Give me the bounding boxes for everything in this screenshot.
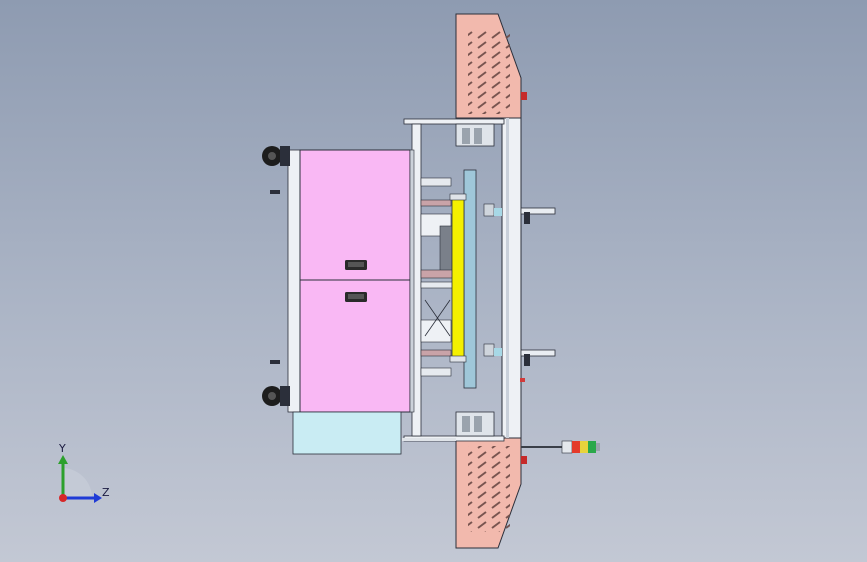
axis-y-label: Y	[59, 442, 66, 455]
signal-light-green	[588, 441, 596, 453]
vertical-column	[501, 117, 556, 439]
yellow-bar	[451, 195, 465, 361]
signal-tower	[521, 440, 600, 454]
caster-top	[262, 146, 290, 166]
leveling-foot-bottom	[270, 360, 280, 364]
axis-z-label: Z	[102, 486, 110, 499]
signal-light-red	[572, 441, 580, 453]
caster-bottom	[262, 386, 290, 406]
roller-clamps	[455, 123, 495, 437]
coordinate-triad	[58, 455, 102, 503]
lower-guard-vents	[468, 446, 510, 532]
leveling-foot-top	[270, 190, 280, 194]
arm-bracket-bottom	[520, 349, 556, 357]
arm-bracket-top	[520, 207, 556, 215]
casters	[262, 146, 290, 406]
cabinet-body	[299, 149, 411, 413]
upper-guard-latch	[521, 92, 527, 100]
upper-guard-vents	[468, 30, 510, 114]
cabinet-base	[292, 411, 402, 455]
triad-x-axis	[59, 494, 67, 502]
clamp-plate	[449, 169, 502, 389]
lower-guard-latch	[521, 456, 527, 464]
main-cabinet	[287, 149, 456, 455]
upper-guard	[455, 13, 527, 119]
cabinet-side-panel	[287, 149, 301, 413]
lower-guard	[455, 437, 527, 549]
signal-light-yellow	[580, 441, 588, 453]
